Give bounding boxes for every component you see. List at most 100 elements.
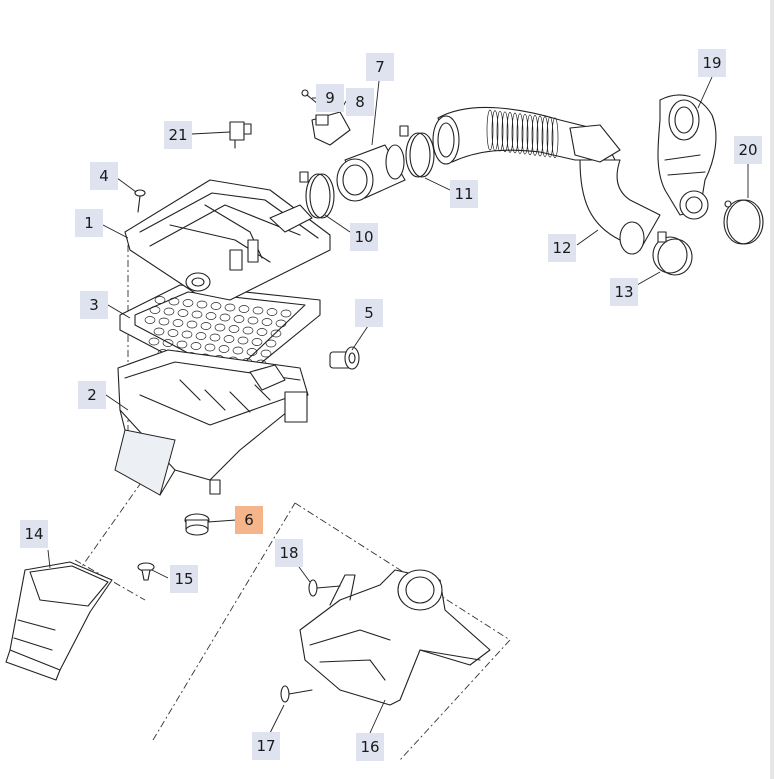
maf-sensor-part-8[interactable] [311,111,351,146]
grommet-part-6[interactable] [184,513,210,536]
filter-cell [233,315,245,323]
grommet-part-5[interactable] [329,346,360,370]
callout-13[interactable]: 13 [610,278,638,306]
callout-18[interactable]: 18 [275,539,303,567]
bellows-ring [501,111,509,153]
callout-4[interactable]: 4 [90,162,118,190]
filter-cell [238,305,250,313]
clamp-part-11[interactable] [399,125,435,178]
filter-cell [176,340,188,349]
bellows-ring [526,114,534,156]
filter-cell [195,332,207,340]
filter-cell [210,302,222,310]
lower-intake-duct-part-16[interactable] [299,569,491,706]
filter-cell [167,329,179,337]
filter-cell [181,330,193,339]
filter-cell [224,303,236,312]
filter-cell [168,297,180,306]
callout-10[interactable]: 10 [350,223,378,251]
filter-cell [247,316,259,325]
resonator-duct-part-19[interactable] [657,94,717,220]
filter-cell [200,322,212,330]
clamp-part-20[interactable] [723,199,764,245]
filter-cell [196,300,208,309]
filter-cell [154,296,166,304]
filter-cell [214,323,226,332]
callout-6[interactable]: 6 [235,506,263,534]
callout-15[interactable]: 15 [170,565,198,593]
callout-2[interactable]: 2 [78,381,106,409]
filter-cell [270,329,282,338]
filter-cell [209,333,221,342]
bellows-ring [516,113,524,154]
bellows-ring [511,112,519,154]
filter-cell [177,309,189,317]
filter-cell [148,337,160,346]
filter-cell [144,316,156,324]
filter-cell [228,325,240,333]
filter-cell [153,327,165,336]
filter-cell [172,319,184,327]
filter-cell [280,309,292,318]
filter-cell [204,343,216,352]
callout-8[interactable]: 8 [346,88,374,116]
bellows-ring [551,117,559,159]
callout-17[interactable]: 17 [252,732,280,760]
callout-leader-lines [47,76,749,734]
inlet-snorkel-part-14[interactable] [5,561,113,681]
callout-9[interactable]: 9 [316,84,344,112]
bellows-ring [521,113,529,155]
air-cleaner-housing[interactable] [114,349,309,496]
callout-1[interactable]: 1 [75,209,103,237]
filter-cell [232,346,244,355]
filter-cell [251,338,263,346]
callout-21[interactable]: 21 [164,121,192,149]
filter-cell [218,345,230,353]
clamp-part-10[interactable] [299,171,335,219]
screw-part-18[interactable] [308,579,341,597]
screw-part-17[interactable] [280,685,313,703]
filter-cell [163,307,175,316]
callout-11[interactable]: 11 [450,180,478,208]
callout-3[interactable]: 3 [80,291,108,319]
filter-cell [266,308,278,316]
filter-cell [275,319,287,328]
filter-cell [182,299,194,307]
bellows-ring [506,112,514,153]
callout-19[interactable]: 19 [698,49,726,77]
sensor-part-21[interactable] [229,121,252,149]
filter-cell [265,339,277,348]
maf-housing-part-7[interactable] [336,144,406,202]
callout-12[interactable]: 12 [548,234,576,262]
bellows-ring [491,110,499,151]
bellows-ring [486,109,494,151]
clip-part-15[interactable] [137,562,155,581]
filter-cell [191,310,203,319]
clamp-part-13[interactable] [652,231,693,276]
bellows-ring [541,116,549,157]
bellows-ring [536,115,544,157]
filter-cell [242,326,254,335]
right-edge-strip [770,0,774,779]
filter-cell [158,317,170,326]
filter-cell [149,306,161,314]
filter-cell [186,320,198,329]
bellows-ring [531,115,539,156]
intake-hose-part-12[interactable] [432,106,661,255]
air-cleaner-cover[interactable] [124,179,331,301]
callout-5[interactable]: 5 [355,299,383,327]
filter-cell [223,335,235,343]
bellows-ring [496,110,504,152]
filter-cell [252,306,264,315]
bellows-ring [546,116,554,158]
callout-20[interactable]: 20 [734,136,762,164]
filter-cell [256,328,268,336]
callout-7[interactable]: 7 [366,53,394,81]
filter-cell [237,336,249,345]
filter-cell [246,348,258,356]
filter-cell [219,313,231,322]
bolt-part-4[interactable] [134,189,146,213]
callout-14[interactable]: 14 [20,520,48,548]
callout-16[interactable]: 16 [356,733,384,761]
